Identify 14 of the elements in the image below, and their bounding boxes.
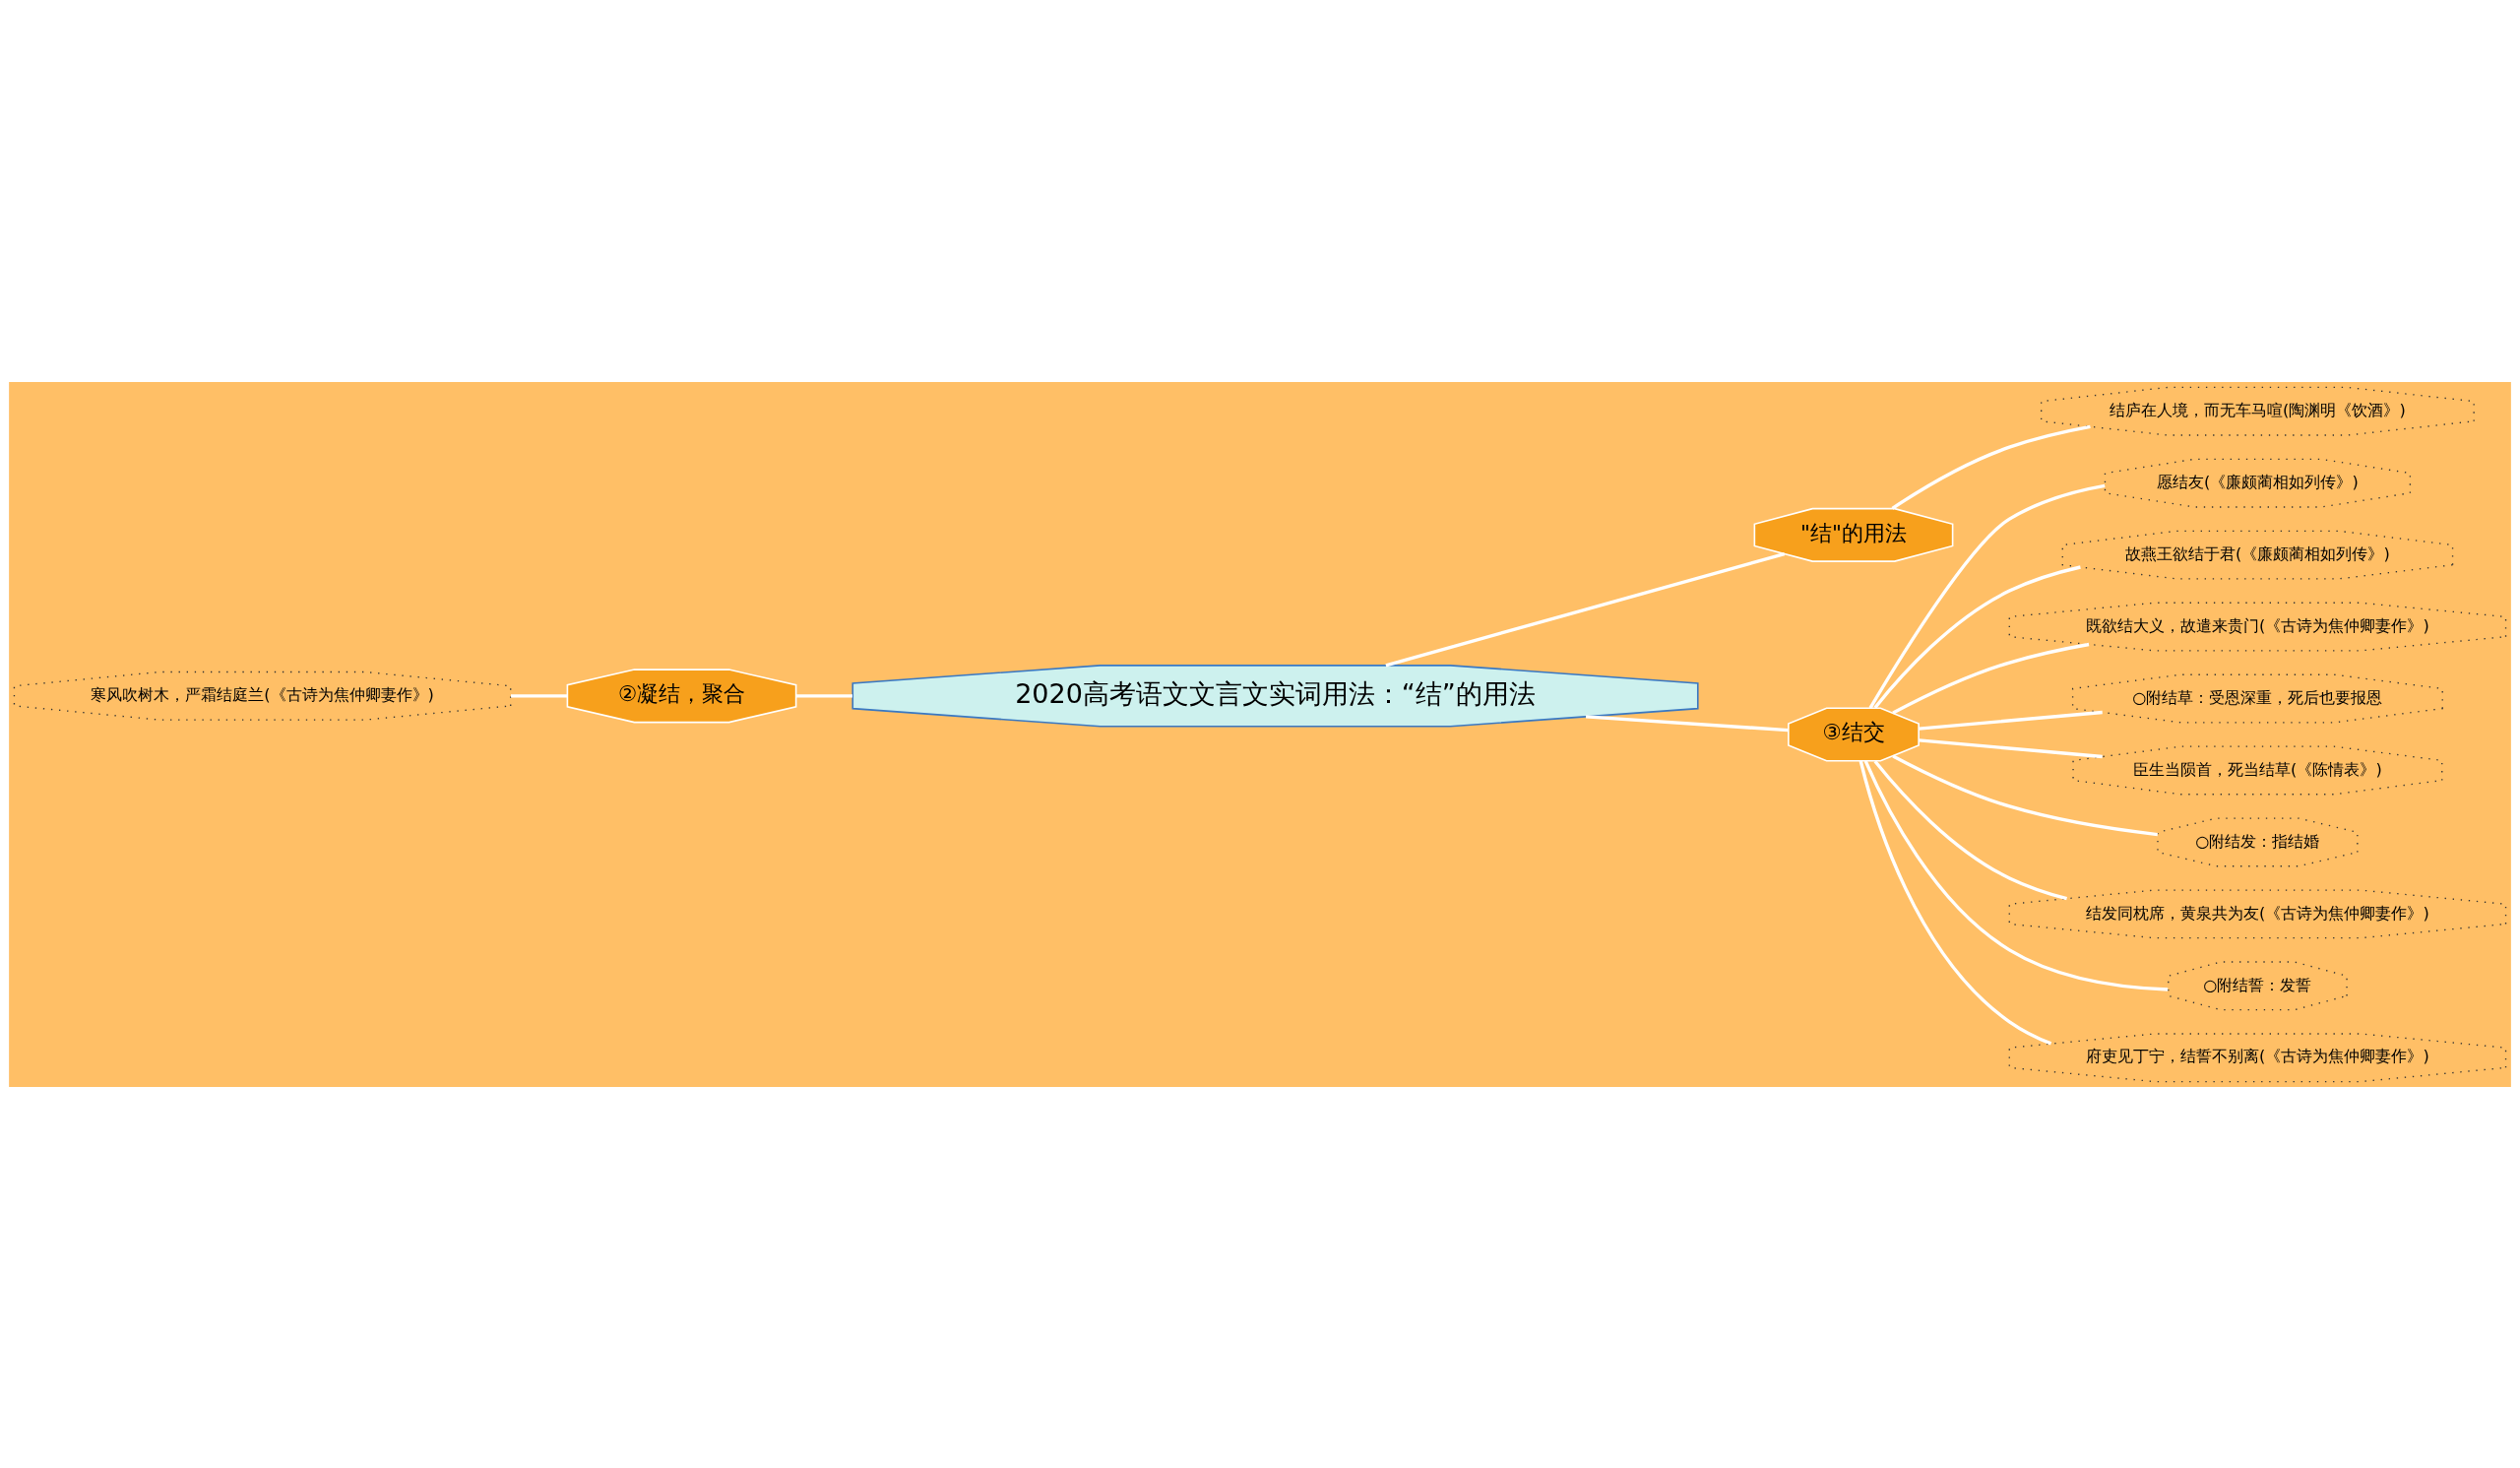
connector — [511, 693, 568, 697]
connector — [1873, 759, 2068, 900]
connector — [1919, 737, 2103, 758]
connector — [1585, 714, 1789, 732]
connector — [795, 693, 852, 697]
connector — [1858, 759, 2052, 1045]
connector — [1919, 710, 2103, 731]
connector — [1892, 753, 2158, 836]
connector — [1892, 642, 2090, 715]
connector — [1863, 759, 2169, 991]
connector — [1873, 564, 2081, 709]
connector — [1891, 424, 2091, 510]
connector — [1868, 483, 2106, 709]
connector — [1385, 551, 1786, 667]
